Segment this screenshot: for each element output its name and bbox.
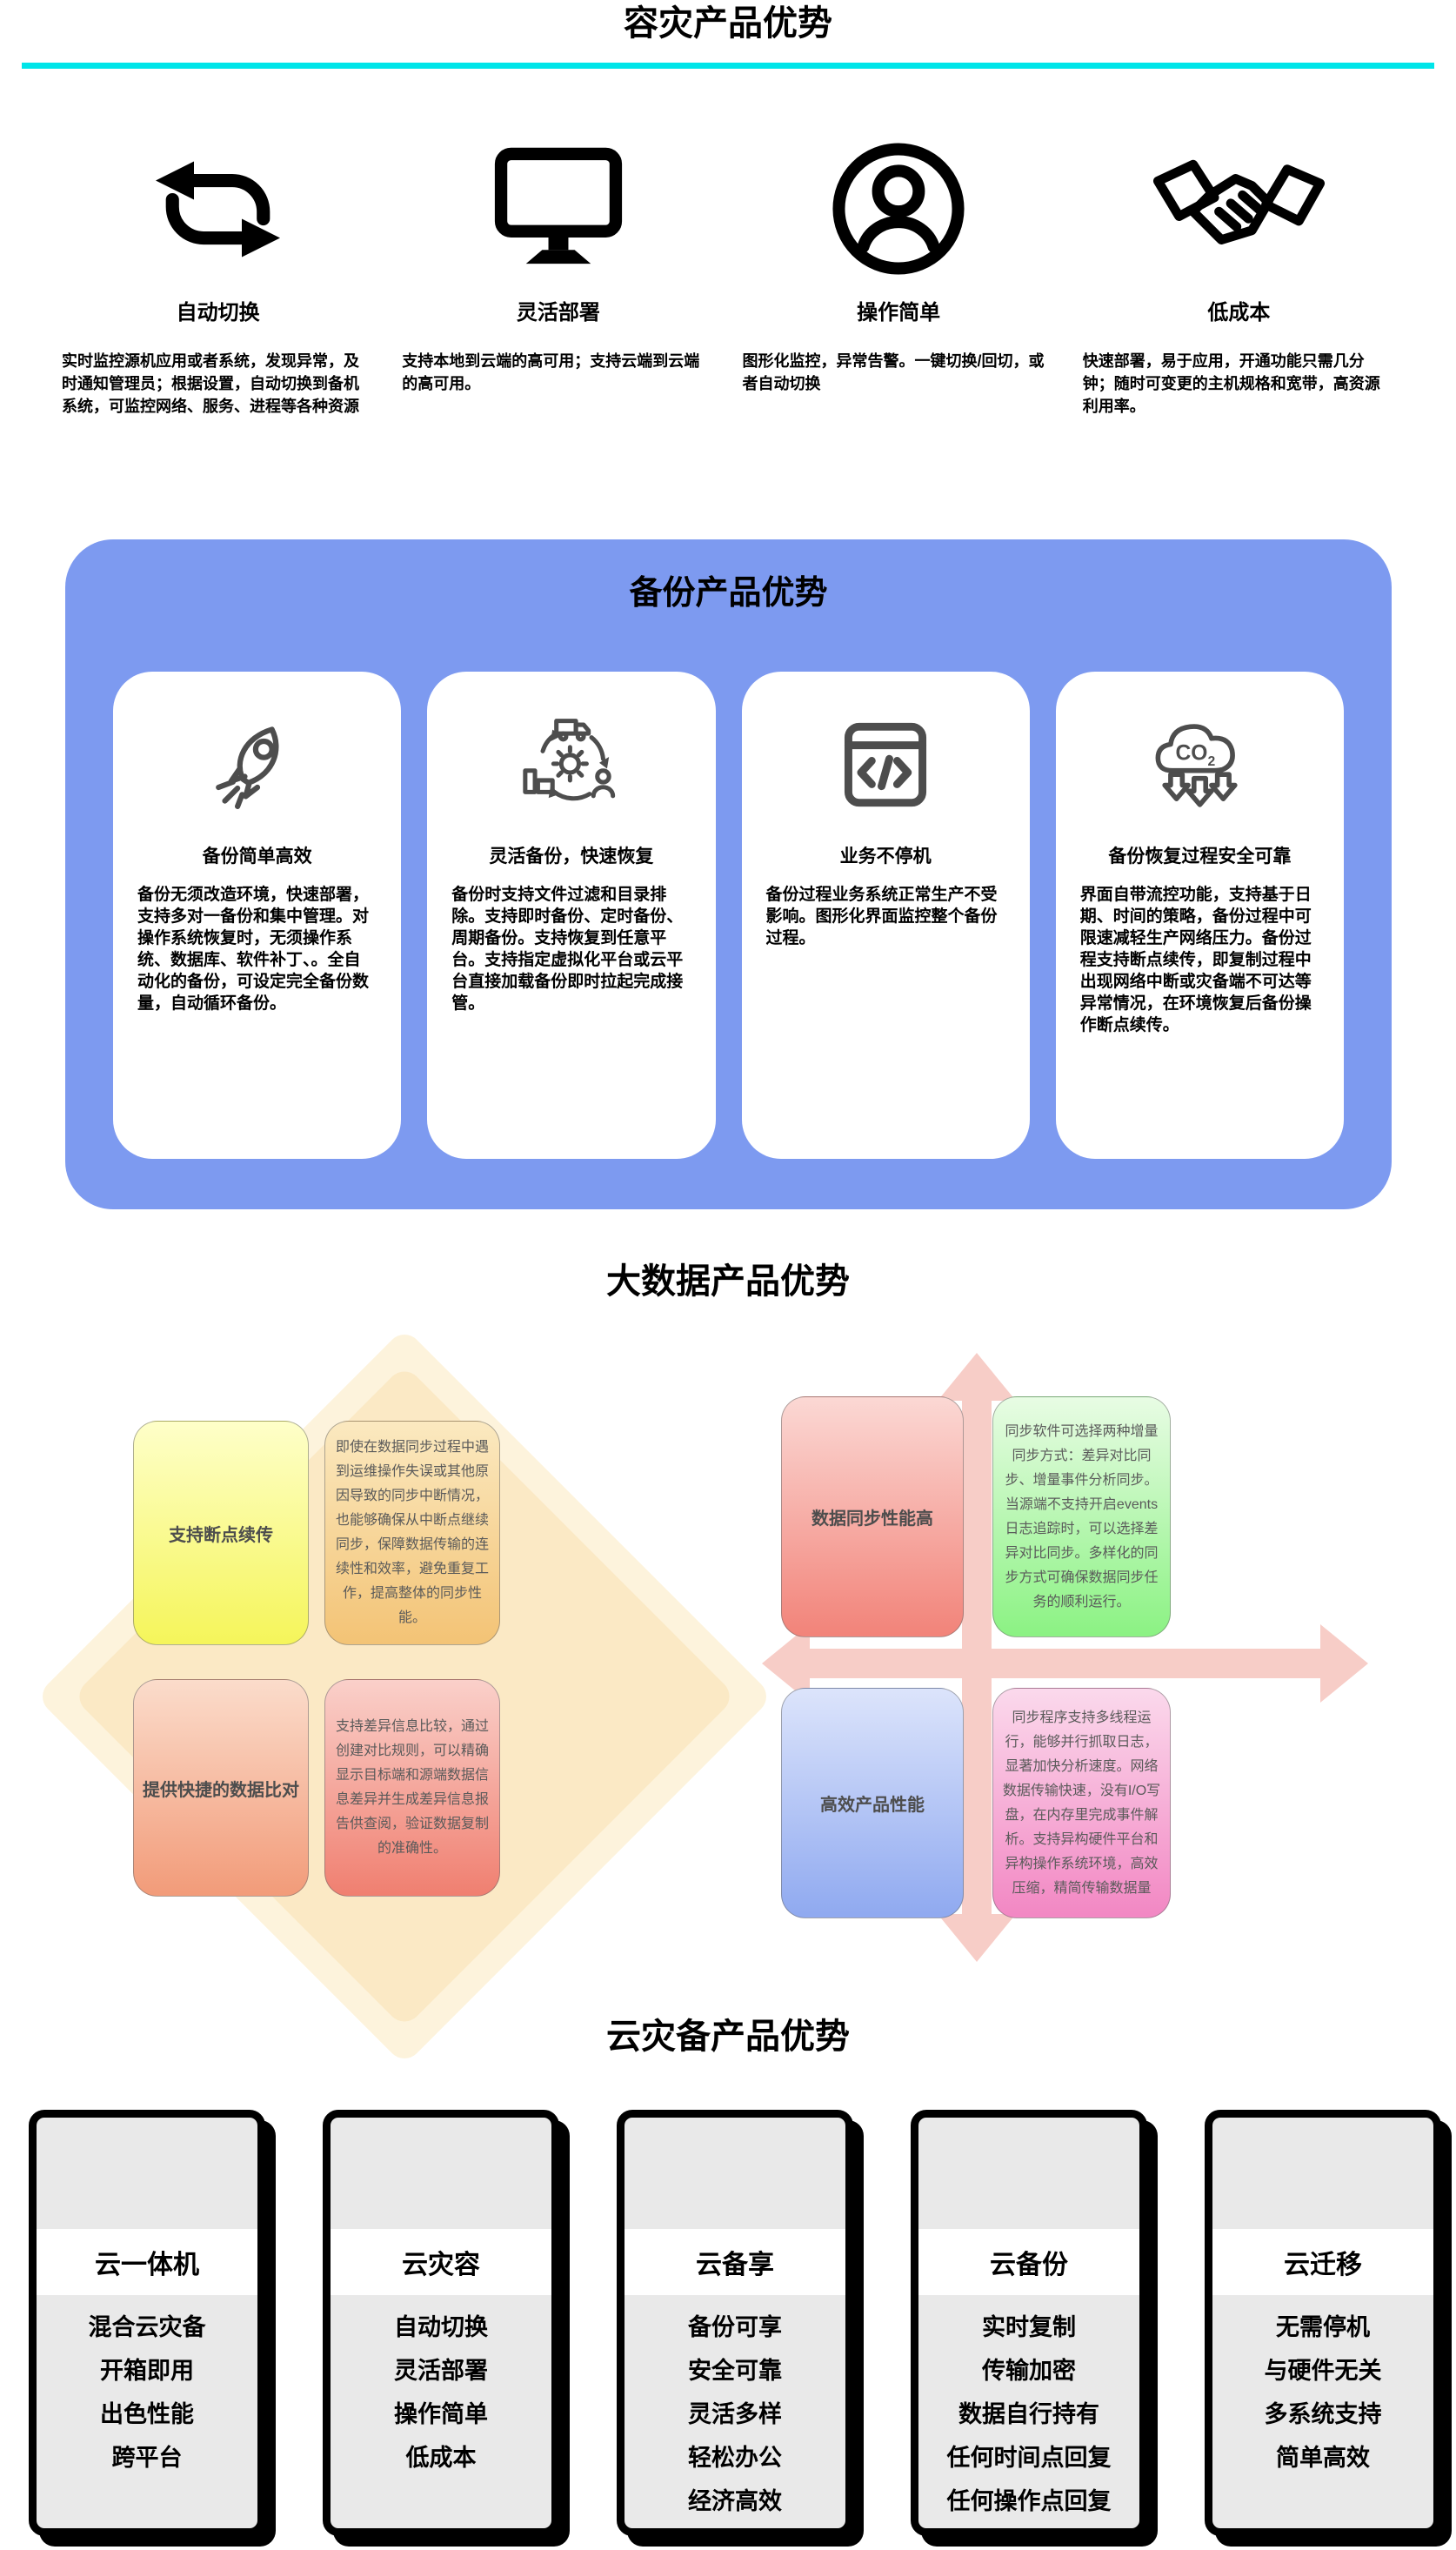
feature-desc: 实时监控源机应用或者系统，发现异常，及时通知管理员；根据设置，自动切换到备机系统… <box>62 352 359 415</box>
cloud-card-title: 云一体机 <box>37 2229 257 2295</box>
cloud-card-item: 低成本 <box>405 2445 477 2471</box>
feature-title: 操作简单 <box>857 301 941 325</box>
arrow-up-icon <box>938 1353 1016 1401</box>
svg-text:CO: CO <box>1175 741 1207 765</box>
feature-title: 自动切换 <box>176 301 260 325</box>
dr-feature-easy-operation: 操作简单 图形化监控，异常告警。一键切换/回切，或者自动切换 <box>729 135 1069 418</box>
handshake-icon <box>1083 135 1395 283</box>
cloud-card-item: 混合云灾备 <box>88 2314 206 2340</box>
cloud-card-item: 轻松办公 <box>688 2445 782 2471</box>
backup-panel: 备份产品优势 备份简单高效 备份无须改造环境，快速部署，支持 <box>65 539 1392 1209</box>
bigdata-desc-resume-transfer: 即使在数据同步过程中遇到运维操作失误或其他原因导致的同步中断情况，也能够确保从中… <box>324 1421 500 1645</box>
cloud-card-item: 操作简单 <box>394 2401 488 2427</box>
feature-desc: 支持本地到云端的高可用；支持云端到云端的高可用。 <box>402 352 700 392</box>
dr-feature-flexible-deploy: 灵活部署 支持本地到云端的高可用；支持云端到云端的高可用。 <box>388 135 728 418</box>
cloud-card-backup-share: 云备享 备份可享 安全可靠 灵活多样 轻松办公 经济高效 <box>617 2110 853 2536</box>
dr-feature-row: 自动切换 实时监控源机应用或者系统，发现异常，及时通知管理员；根据设置，自动切换… <box>48 135 1409 418</box>
bigdata-quadrant-diagram: 数据同步性能高 同步软件可选择两种增量同步方式：差异对比同步、增量事件分析同步。… <box>757 1314 1383 2062</box>
cloud-card-item: 自动切换 <box>394 2314 488 2340</box>
feature-title: 灵活部署 <box>516 301 600 325</box>
cloud-card-item: 无需停机 <box>1276 2314 1370 2340</box>
backup-card-desc: 备份过程业务系统正常生产不受影响。图形化界面监控整个备份过程。 <box>765 886 998 947</box>
monitor-icon <box>402 135 714 283</box>
cloud-card-item: 实时复制 <box>982 2314 1076 2340</box>
sync-arrows-icon <box>62 135 374 283</box>
cloud-card-item: 与硬件无关 <box>1264 2358 1382 2384</box>
cloud-card-title: 云备享 <box>624 2229 845 2295</box>
co2-cloud-icon: CO 2 <box>1080 713 1319 816</box>
bigdata-section-title: 大数据产品优势 <box>606 1262 850 1301</box>
code-window-icon <box>766 713 1005 816</box>
cloud-card-title: 云灾容 <box>331 2229 551 2295</box>
cloud-card-item: 备份可享 <box>688 2314 782 2340</box>
backup-card-safe-reliable: CO 2 备份恢复过程安全可靠 界面自带流控功能，支持基于日期、时间的策略，备份… <box>1055 672 1344 1159</box>
dr-feature-low-cost: 低成本 快速部署，易于应用，开通功能只需几分钟；随时可变更的主机规格和宽带，高资… <box>1069 135 1409 418</box>
cloud-card-items: 实时复制 传输加密 数据自行持有 任何时间点回复 任何操作点回复 <box>918 2306 1139 2523</box>
cloud-card-items: 混合云灾备 开箱即用 出色性能 跨平台 <box>37 2306 257 2480</box>
backup-card-title: 备份恢复过程安全可靠 <box>1108 847 1292 867</box>
bigdata-label-sync-performance: 数据同步性能高 <box>781 1396 964 1637</box>
cloud-card-item: 传输加密 <box>982 2358 1076 2384</box>
cloud-card-item: 数据自行持有 <box>958 2401 1099 2427</box>
cyan-divider <box>22 63 1434 69</box>
backup-card-desc: 备份无须改造环境，快速部署，支持多对一备份和集中管理。对操作系统恢复时，无须操作… <box>137 886 370 1013</box>
feature-desc: 图形化监控，异常告警。一键切换/回切，或者自动切换 <box>742 352 1045 392</box>
backup-card-title: 灵活备份，快速恢复 <box>489 847 654 867</box>
cloud-card-title: 云备份 <box>918 2229 1139 2295</box>
cloud-card-item: 任何时间点回复 <box>946 2445 1112 2471</box>
dr-feature-auto-switch: 自动切换 实时监控源机应用或者系统，发现异常，及时通知管理员；根据设置，自动切换… <box>48 135 388 418</box>
cloud-card-all-in-one: 云一体机 混合云灾备 开箱即用 出色性能 跨平台 <box>29 2110 265 2536</box>
bigdata-diamond-diagram: 支持断点续传 即使在数据同步过程中遇到运维操作失误或其他原因导致的同步中断情况，… <box>35 1314 774 2066</box>
backup-card-flexible-restore: 灵活备份，快速恢复 备份时支持文件过滤和目录排除。支持即时备份、定时备份、周期备… <box>427 672 716 1159</box>
backup-section-title: 备份产品优势 <box>629 575 828 612</box>
cloud-card-disaster-tolerance: 云灾容 自动切换 灵活部署 操作简单 低成本 <box>323 2110 559 2536</box>
cloud-card-item: 多系统支持 <box>1264 2401 1382 2427</box>
cloud-card-item: 简单高效 <box>1276 2445 1370 2471</box>
backup-card-title: 业务不停机 <box>839 847 932 867</box>
cloud-card-items: 自动切换 灵活部署 操作简单 低成本 <box>331 2306 551 2480</box>
cloud-card-item: 任何操作点回复 <box>946 2488 1112 2514</box>
cloud-card-item: 经济高效 <box>688 2488 782 2514</box>
backup-card-row: 备份简单高效 备份无须改造环境，快速部署，支持多对一备份和集中管理。对操作系统恢… <box>113 672 1344 1159</box>
bigdata-label-data-compare: 提供快捷的数据比对 <box>133 1679 309 1897</box>
bigdata-label-resume-transfer: 支持断点续传 <box>133 1421 309 1645</box>
cloud-card-item: 安全可靠 <box>688 2358 782 2384</box>
backup-card-simple-efficient: 备份简单高效 备份无须改造环境，快速部署，支持多对一备份和集中管理。对操作系统恢… <box>113 672 402 1159</box>
cloud-card-items: 无需停机 与硬件无关 多系统支持 简单高效 <box>1212 2306 1433 2480</box>
bigdata-desc-product-performance: 同步程序支持多线程运行，能够并行抓取日志，显著加快分析速度。网络数据传输快速，没… <box>992 1688 1171 1918</box>
bigdata-desc-sync-performance: 同步软件可选择两种增量同步方式：差异对比同步、增量事件分析同步。当源端不支持开启… <box>992 1396 1171 1637</box>
cloud-card-item: 开箱即用 <box>100 2358 194 2384</box>
cloud-section-title: 云灾备产品优势 <box>606 2018 850 2056</box>
svg-text:2: 2 <box>1207 754 1215 769</box>
backup-card-title: 备份简单高效 <box>202 847 312 867</box>
cloud-card-item: 出色性能 <box>100 2401 194 2427</box>
dr-section-title: 容灾产品优势 <box>624 4 832 43</box>
cloud-card-item: 灵活多样 <box>688 2401 782 2427</box>
cloud-card-row: 云一体机 混合云灾备 开箱即用 出色性能 跨平台 云灾容 自动切换 灵活部署 操… <box>29 2110 1441 2536</box>
cloud-card-items: 备份可享 安全可靠 灵活多样 轻松办公 经济高效 <box>624 2306 845 2523</box>
rocket-icon <box>137 713 377 816</box>
arrow-down-icon <box>938 1914 1016 1962</box>
cloud-card-migration: 云迁移 无需停机 与硬件无关 多系统支持 简单高效 <box>1205 2110 1441 2536</box>
bigdata-label-product-performance: 高效产品性能 <box>781 1688 964 1918</box>
bigdata-desc-data-compare: 支持差异信息比较，通过创建对比规则，可以精确显示目标端和源端数据信息差异并生成差… <box>324 1679 500 1897</box>
cloud-card-item: 灵活部署 <box>394 2358 488 2384</box>
feature-title: 低成本 <box>1207 301 1271 325</box>
backup-card-no-downtime: 业务不停机 备份过程业务系统正常生产不受影响。图形化界面监控整个备份过程。 <box>741 672 1030 1159</box>
cloud-card-item: 跨平台 <box>111 2445 183 2471</box>
cycle-truck-icon <box>451 713 691 816</box>
backup-card-desc: 备份时支持文件过滤和目录排除。支持即时备份、定时备份、周期备份。支持恢复到任意平… <box>451 886 684 1013</box>
user-circle-icon <box>743 135 1055 283</box>
cross-horizontal-bar <box>807 1649 1324 1678</box>
cloud-card-backup: 云备份 实时复制 传输加密 数据自行持有 任何时间点回复 任何操作点回复 <box>911 2110 1147 2536</box>
backup-card-desc: 界面自带流控功能，支持基于日期、时间的策略，备份过程中可限速减轻生产网络压力。备… <box>1079 886 1312 1034</box>
arrow-right-icon <box>1320 1624 1368 1703</box>
cloud-card-title: 云迁移 <box>1212 2229 1433 2295</box>
feature-desc: 快速部署，易于应用，开通功能只需几分钟；随时可变更的主机规格和宽带，高资源利用率… <box>1082 352 1380 415</box>
